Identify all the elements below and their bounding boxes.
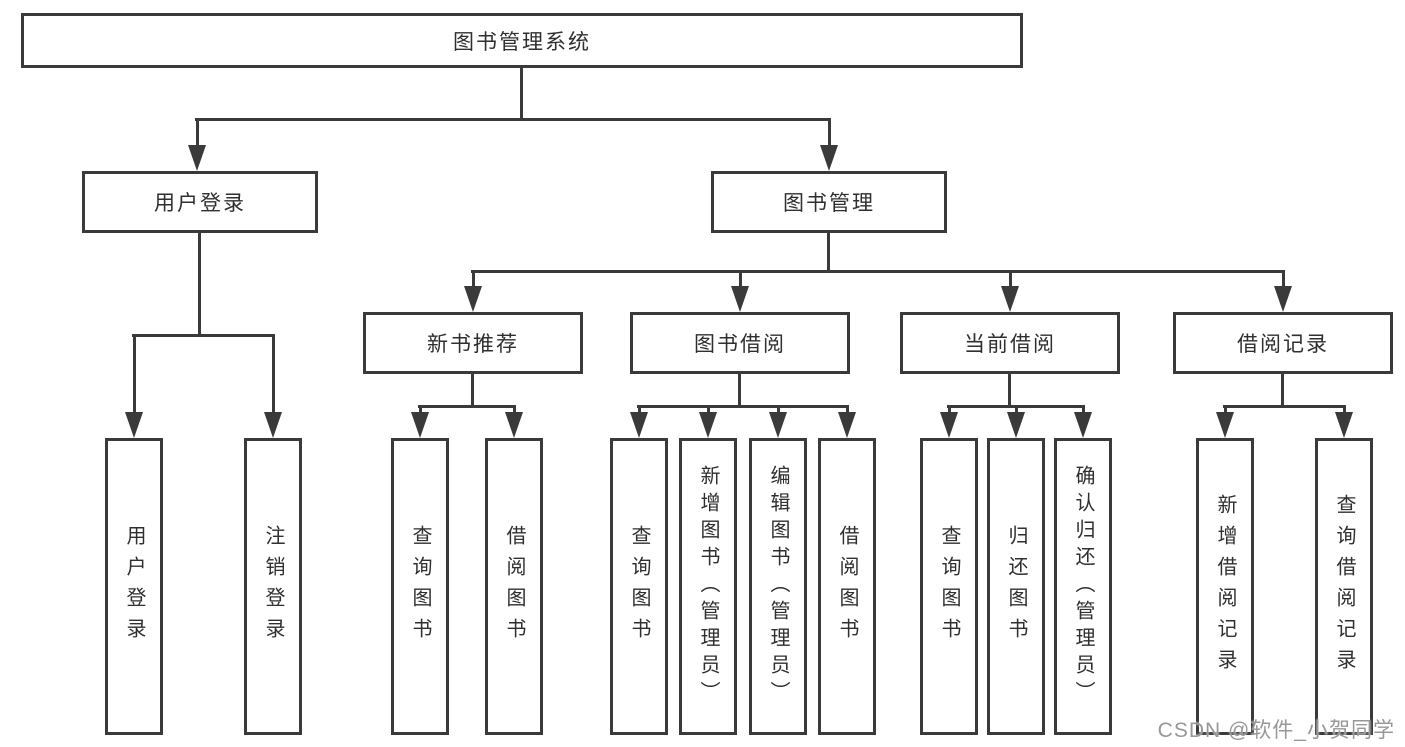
leaf-label: 用户登录	[123, 524, 145, 649]
leaf-borrow-books-recommend: 借阅图书	[485, 438, 543, 735]
leaf-borrow-books: 借阅图书	[818, 438, 876, 735]
leaf-logout: 注销登录	[244, 438, 302, 735]
arrow-down-icon	[699, 412, 717, 438]
connector-line	[637, 405, 849, 408]
connector-line	[418, 405, 516, 408]
connector-line	[1282, 270, 1285, 290]
leaf-label: 新增借阅记录	[1214, 493, 1236, 680]
leaf-label: 查询图书	[409, 524, 431, 649]
arrow-down-icon	[1274, 286, 1292, 312]
connector-line	[777, 405, 780, 415]
leaf-add-books-admin: 新增图书（管理员）	[679, 438, 737, 735]
node-current-borrow: 当前借阅	[900, 312, 1120, 374]
leaf-label: 借阅图书	[503, 524, 525, 649]
connector-line	[1015, 405, 1018, 415]
connector-line	[198, 233, 201, 336]
connector-line	[1281, 374, 1284, 407]
connector-line	[133, 334, 136, 414]
connector-line	[1343, 405, 1346, 415]
connector-line	[1082, 405, 1085, 415]
connector-line	[1224, 405, 1227, 415]
connector-line	[828, 118, 831, 148]
node-borrow-records: 借阅记录	[1173, 312, 1393, 374]
arrow-down-icon	[820, 145, 838, 171]
arrow-down-icon	[264, 412, 282, 438]
node-new-book-recommend: 新书推荐	[363, 312, 583, 374]
arrow-down-icon	[731, 286, 749, 312]
connector-line	[472, 270, 475, 290]
connector-line	[638, 405, 641, 415]
watermark: CSDN @软件_小贺同学	[1157, 719, 1395, 742]
connector-line	[471, 270, 1285, 273]
arrow-down-icon	[630, 412, 648, 438]
arrow-down-icon	[1001, 286, 1019, 312]
arrow-down-icon	[505, 412, 523, 438]
connector-line	[132, 334, 275, 337]
leaf-label: 查询借阅记录	[1333, 493, 1355, 680]
arrow-down-icon	[838, 412, 856, 438]
leaf-label: 编辑图书（管理员）	[767, 465, 789, 708]
connector-line	[1008, 374, 1011, 407]
connector-line	[1223, 405, 1346, 408]
connector-line	[471, 374, 474, 407]
connector-line	[272, 334, 275, 414]
arrow-down-icon	[1335, 412, 1353, 438]
connector-line	[827, 233, 830, 272]
connector-line	[707, 405, 710, 415]
node-user-login: 用户登录	[82, 171, 318, 233]
connector-line	[846, 405, 849, 415]
connector-line	[739, 270, 742, 290]
leaf-return-books: 归还图书	[987, 438, 1045, 735]
connector-line	[195, 118, 831, 121]
leaf-confirm-return-admin: 确认归还（管理员）	[1054, 438, 1112, 735]
leaf-label: 查询图书	[628, 524, 650, 649]
leaf-label: 新增图书（管理员）	[697, 465, 719, 708]
leaf-label: 查询图书	[938, 524, 960, 649]
connector-line	[520, 68, 523, 120]
node-book-management: 图书管理	[711, 171, 947, 233]
connector-line	[738, 374, 741, 407]
connector-line	[419, 405, 422, 415]
node-book-borrow: 图书借阅	[630, 312, 850, 374]
leaf-add-borrow-record: 新增借阅记录	[1196, 438, 1254, 735]
connector-line	[1009, 270, 1012, 290]
leaf-query-books-current: 查询图书	[920, 438, 978, 735]
arrow-down-icon	[411, 412, 429, 438]
arrow-down-icon	[1074, 412, 1092, 438]
leaf-edit-books-admin: 编辑图书（管理员）	[749, 438, 807, 735]
arrow-down-icon	[1216, 412, 1234, 438]
leaf-query-borrow-record: 查询借阅记录	[1315, 438, 1373, 735]
arrow-down-icon	[940, 412, 958, 438]
leaf-label: 借阅图书	[836, 524, 858, 649]
connector-line	[196, 118, 199, 148]
connector-line	[948, 405, 951, 415]
leaf-label: 确认归还（管理员）	[1072, 465, 1094, 708]
leaf-query-books-recommend: 查询图书	[391, 438, 449, 735]
arrow-down-icon	[1007, 412, 1025, 438]
arrow-down-icon	[464, 286, 482, 312]
arrow-down-icon	[188, 145, 206, 171]
leaf-user-login: 用户登录	[105, 438, 163, 735]
connector-line	[513, 405, 516, 415]
leaf-label: 注销登录	[262, 524, 284, 649]
node-library-management-system: 图书管理系统	[21, 13, 1023, 68]
arrow-down-icon	[769, 412, 787, 438]
leaf-query-books-borrow: 查询图书	[610, 438, 668, 735]
arrow-down-icon	[125, 412, 143, 438]
leaf-label: 归还图书	[1005, 524, 1027, 649]
